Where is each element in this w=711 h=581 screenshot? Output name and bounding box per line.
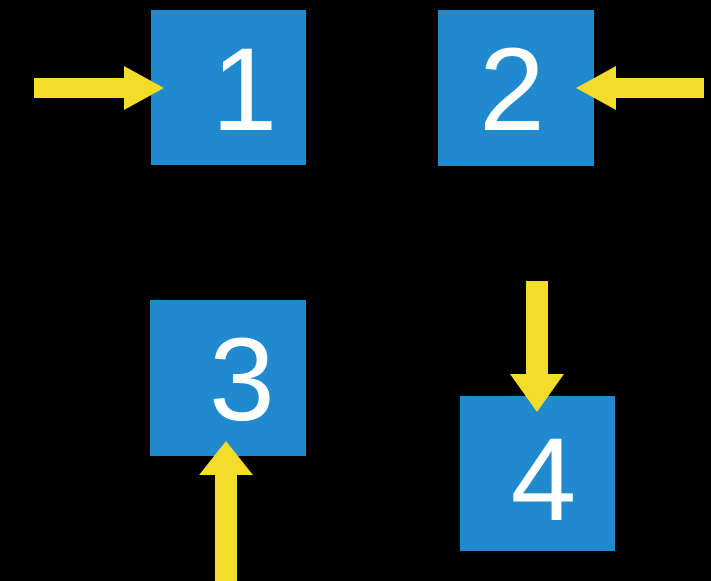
node-label-3: 3 — [209, 314, 275, 446]
diagram-node-1[interactable]: 1 — [151, 10, 306, 165]
arrow-down-into-node-4 — [510, 281, 564, 412]
node-label-2: 2 — [479, 24, 545, 156]
arrow-right-into-node-1 — [34, 66, 164, 110]
arrow-left-into-node-2 — [576, 66, 704, 110]
node-label-4: 4 — [510, 413, 577, 546]
diagram-node-3[interactable]: 3 — [150, 300, 306, 456]
diagram-node-2[interactable]: 2 — [438, 10, 594, 166]
arrow-up-into-node-3 — [199, 441, 253, 581]
diagram-node-4[interactable]: 4 — [460, 396, 615, 551]
node-label-1: 1 — [211, 23, 278, 156]
